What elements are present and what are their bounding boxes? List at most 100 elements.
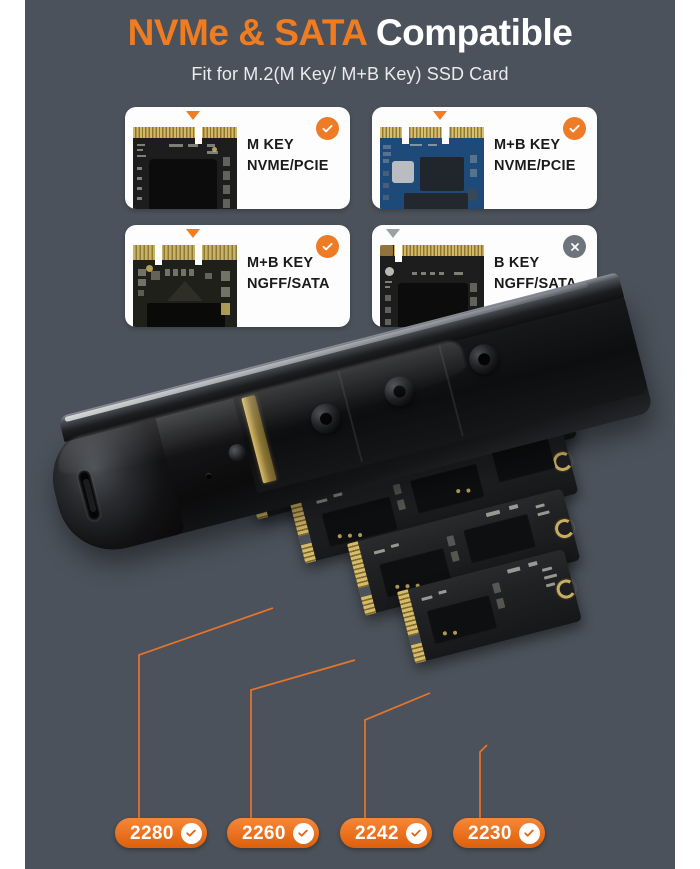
smd-component [492,582,502,594]
solder-pad [212,147,217,152]
silkscreen-mark [207,151,218,154]
silkscreen-mark [421,272,426,275]
card-label: M+B KEY NGFF/SATA [247,253,330,295]
smd-component [383,195,389,200]
smd-component [468,189,477,201]
standoff-screw [465,341,503,378]
smd-component [383,183,389,188]
smd-component [392,483,402,496]
silkscreen-mark [506,566,521,574]
silkscreen-mark [137,177,142,180]
b-key-notch [402,127,409,144]
smd-component [138,290,144,296]
silkscreen-mark [385,286,390,288]
silkscreen-mark [543,573,558,580]
silkscreen-mark [412,272,417,275]
b-key-notch [395,245,402,262]
smd-component [223,185,230,194]
mounting-notch [551,449,575,474]
b-key-pad [380,245,393,256]
smd-component [470,155,477,163]
smd-component [383,171,389,176]
solder-pad [146,265,153,272]
gold-fingers [133,127,237,138]
compatibility-card-m-key-nvme: M KEY NVME/PCIE [125,107,350,209]
size-badge-2260: 2260 [227,818,319,848]
size-label: 2242 [355,822,399,844]
silkscreen-mark [535,503,545,509]
silkscreen-mark [439,272,444,275]
smd-component [470,297,477,306]
smd-component [385,295,391,301]
silkscreen-mark [537,510,550,517]
smd-component [385,319,391,325]
nand-chip [426,595,498,645]
nand-chip [147,303,225,327]
compatibility-card-mb-key-nvme: M+B KEY NVME/PCIE [372,107,597,209]
smd-component [221,271,230,281]
size-badge-2230: 2230 [453,818,545,848]
smd-component [151,271,160,280]
silkscreen-mark [137,197,142,200]
smd-component [223,157,230,166]
gold-fingers [133,245,237,260]
m-key-notch [442,127,449,144]
nand-chip [463,513,536,564]
smd-component [446,535,456,547]
silkscreen-mark [527,561,538,568]
silkscreen-mark [137,167,142,170]
smd-component [470,283,477,292]
triangle-down-icon [186,229,200,238]
b-key-notch [155,245,162,265]
size-badge-2280: 2280 [115,818,207,848]
smd-component [205,273,212,279]
silkscreen-mark [541,566,553,572]
silkscreen-mark [410,144,422,146]
gold-fingers [380,127,484,138]
status-badge-x [563,235,586,258]
pcb-thumbnail [372,107,485,209]
gold-edge-connector [347,541,377,616]
pcb-thumbnail [125,107,238,209]
silkscreen-mark [485,509,501,518]
card-label-line1: M+B KEY [247,255,314,271]
card-label-line2: NVME/PCIE [247,158,329,174]
triangle-down-icon [186,111,200,120]
silkscreen-mark [545,582,556,588]
silkscreen-mark [188,144,198,147]
smd-component [138,279,146,286]
smd-component [138,269,146,276]
silkscreen-mark [169,144,183,147]
smd-component [383,152,391,156]
smd-component [165,269,170,276]
title-highlight: NVMe & SATA [127,12,367,53]
smd-component [396,499,406,511]
silkscreen-mark [421,595,433,602]
page-subtitle: Fit for M.2(M Key/ M+B Key) SSD Card [191,64,509,84]
triangle-down-icon [433,111,447,120]
card-label-line1: M+B KEY [494,137,561,153]
product-infographic: NVMe & SATA Compatible Fit for M.2(M Key… [25,0,675,869]
smd-component [383,145,391,149]
smd-component [223,199,230,208]
smd-component [221,287,230,297]
nand-chip [404,193,468,209]
pcb-thumbnail [125,225,238,327]
silk-triangle-logo [167,281,203,301]
mounting-notch [552,516,577,541]
mounting-pad [385,267,394,276]
card-label-line2: NVME/PCIE [494,158,576,174]
compatibility-card-mb-key-sata: M+B KEY NGFF/SATA [125,225,350,327]
nand-chip [149,159,217,209]
size-badge-2242: 2242 [340,818,432,848]
nand-chip [420,157,464,191]
status-badge-check [316,117,339,140]
m-key-notch [195,127,202,144]
check-circle-icon [180,822,202,844]
silkscreen-mark [454,272,463,275]
silkscreen-mark [137,149,143,151]
smd-component [450,550,460,563]
mounting-notch [554,577,578,601]
page-title: NVMe & SATA Compatible [25,12,675,54]
gold-fingers [394,245,484,256]
